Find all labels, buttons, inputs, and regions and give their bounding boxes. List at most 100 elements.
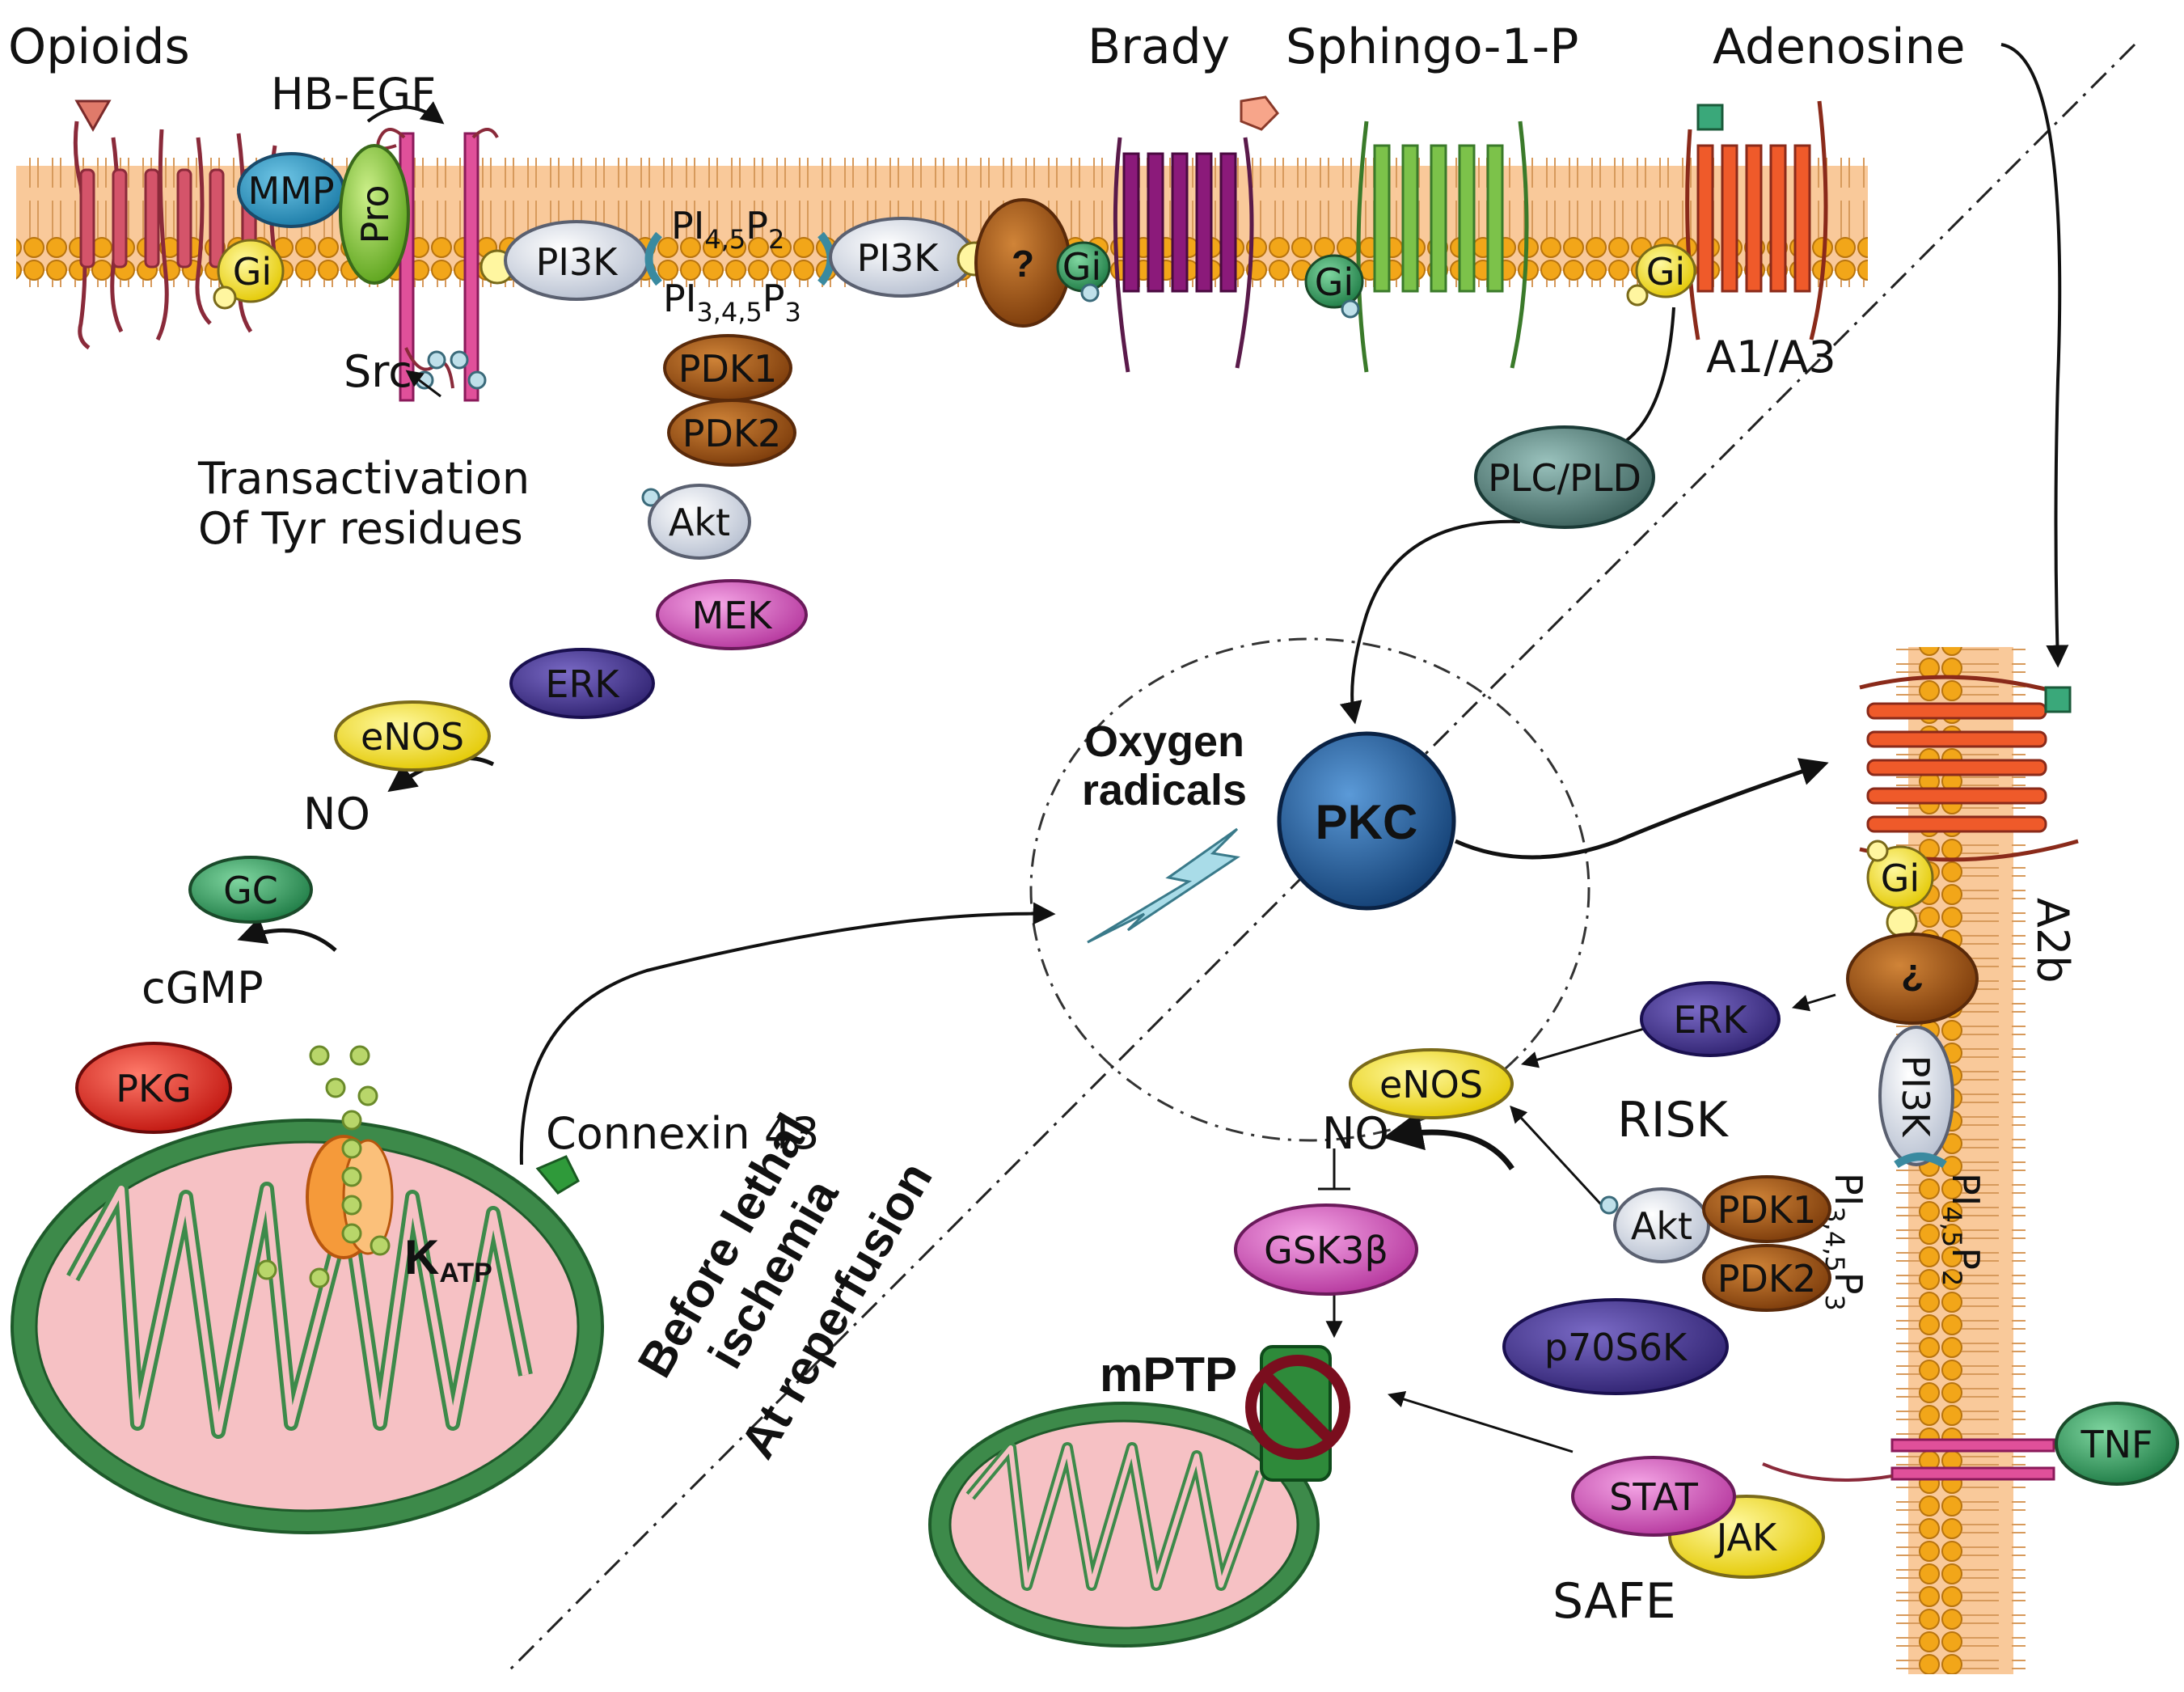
brady-label: Brady — [1088, 19, 1230, 75]
pip3-label-2: PI3,4,5P3 — [1819, 1173, 1870, 1311]
mptp-label: mPTP — [1100, 1347, 1237, 1402]
oxygen-radicals-zone — [1029, 637, 1590, 1142]
cgmp-label: cGMP — [142, 962, 264, 1013]
unknown-node-2: ? — [1846, 933, 1979, 1025]
jak-label: JAK — [1714, 1516, 1778, 1559]
brady-ligand-icon — [1240, 95, 1279, 131]
sphingo-receptor — [1356, 121, 1529, 373]
mek-label: MEK — [692, 594, 774, 637]
lightning-icon — [1087, 827, 1240, 944]
stat-node: STAT — [1571, 1456, 1736, 1537]
no-label-2: NO — [1322, 1108, 1389, 1159]
adenosine-label: Adenosine — [1713, 19, 1966, 75]
pip2-label-2: PI4,5P2 — [1937, 1173, 1988, 1286]
pdk1-label-1: PDK1 — [678, 347, 778, 391]
pro-label: Pro — [353, 185, 397, 244]
pkg-label: PKG — [116, 1067, 192, 1110]
pdk2-node-2: PDK2 — [1702, 1244, 1831, 1312]
mptp-channel — [1245, 1345, 1350, 1482]
pip-enzyme-icon-left — [644, 231, 662, 286]
opioid-ligand-icon — [74, 99, 112, 133]
unknown-label-1: ? — [1012, 243, 1034, 285]
hb-egf-label: HB-EGF — [271, 69, 436, 120]
pro-node: Pro — [339, 144, 410, 285]
tnf-label: TNF — [2081, 1423, 2153, 1466]
pdk1-node-1: PDK1 — [663, 334, 792, 402]
plc-pld-label: PLC/PLD — [1488, 456, 1641, 500]
gi-label-3: Gi — [1315, 260, 1354, 304]
src-phospho-icons — [415, 350, 487, 390]
blocked-icon — [1245, 1355, 1350, 1460]
akt-label-2: Akt — [1631, 1204, 1692, 1248]
pip3-label: PI3,4,5P3 — [663, 277, 801, 328]
oxygen-label-2: radicals — [1082, 766, 1247, 814]
brady-receptor — [1113, 137, 1254, 373]
gc-node: GC — [188, 856, 313, 924]
gi-node-1: Gi — [213, 239, 285, 310]
connexin-label: Connexin 43 — [546, 1108, 820, 1159]
mmp-label: MMP — [247, 169, 334, 213]
gi-node-5: Gi — [1866, 840, 1934, 938]
p70s6k-label: p70S6K — [1544, 1326, 1688, 1369]
akt-node-1: Akt — [641, 484, 751, 560]
opioid-receptor-helices — [79, 168, 257, 269]
gi-node-4: Gi — [1626, 243, 1696, 307]
connexin-icon — [535, 1155, 580, 1195]
plc-pld-node: PLC/PLD — [1474, 425, 1655, 529]
erk-label-2: ERK — [1673, 998, 1748, 1042]
src-label: Src — [344, 346, 412, 397]
unknown-label-2: ? — [1901, 957, 1924, 999]
pdk1-node-2: PDK1 — [1702, 1175, 1831, 1243]
pip-enzyme-icon-lower — [1894, 1153, 1947, 1169]
pkc-node: PKC — [1277, 731, 1456, 911]
akt-label-1: Akt — [669, 501, 730, 544]
pi3k-label-2: PI3K — [857, 236, 940, 280]
gi-node-3: Gi — [1304, 254, 1364, 319]
a2b-label: A2b — [2027, 898, 2078, 983]
transactivation-line1: Transactivation — [197, 453, 530, 504]
mitochondrion-right — [928, 1402, 1320, 1648]
pdk2-label-2: PDK2 — [1717, 1257, 1817, 1301]
gi-label-1: Gi — [233, 250, 272, 294]
pkc-label: PKC — [1316, 795, 1418, 849]
opioids-label: Opioids — [8, 19, 190, 75]
enos-node-1: eNOS — [334, 700, 491, 772]
gsk3b-label: GSK3β — [1264, 1229, 1388, 1272]
pi3k-node-3: PI3K — [1878, 1026, 1954, 1166]
gi-node-2: Gi — [1056, 241, 1111, 302]
enos-label-2: eNOS — [1379, 1063, 1483, 1106]
pi3k-label-3: PI3K — [1894, 1055, 1937, 1139]
gi-label-4: Gi — [1646, 250, 1685, 294]
gsk3b-node: GSK3β — [1234, 1203, 1418, 1296]
enos-label-1: eNOS — [361, 715, 464, 759]
katp-ions — [256, 1045, 391, 1288]
no-label-1: NO — [303, 789, 370, 840]
erk-node-1: ERK — [509, 648, 655, 719]
pdk2-node-1: PDK2 — [667, 399, 796, 467]
transactivation-line2: Of Tyr residues — [198, 503, 523, 554]
gi-label-2: Gi — [1062, 245, 1101, 289]
p70s6k-node: p70S6K — [1502, 1298, 1729, 1395]
akt-node-2: Akt — [1599, 1187, 1710, 1263]
unknown-node-1: ? — [974, 198, 1071, 328]
katp-label: KATP — [404, 1230, 492, 1288]
pi3k-label-1: PI3K — [536, 240, 619, 284]
pkg-node: PKG — [75, 1042, 232, 1134]
a1a3-label: A1/A3 — [1706, 332, 1836, 383]
pi3k-node-1: PI3K — [504, 220, 649, 301]
erk-label-1: ERK — [545, 662, 620, 706]
adenosine-ligand-icon — [1696, 104, 1724, 131]
tnf-receptor — [1762, 1434, 2096, 1482]
enos-node-2: eNOS — [1349, 1048, 1514, 1119]
a2b-receptor — [1859, 675, 2079, 862]
tnf-node: TNF — [2055, 1402, 2179, 1486]
pip2-label: PI4,5P2 — [671, 204, 784, 255]
sphingo-label: Sphingo-1-P — [1286, 19, 1578, 75]
mmp-node: MMP — [237, 152, 345, 228]
a1a3-receptor — [1685, 100, 1828, 341]
stat-label: STAT — [1609, 1475, 1699, 1519]
mek-node: MEK — [656, 579, 808, 650]
pdk1-label-2: PDK1 — [1717, 1188, 1817, 1232]
oxygen-label-1: Oxygen — [1084, 717, 1244, 766]
